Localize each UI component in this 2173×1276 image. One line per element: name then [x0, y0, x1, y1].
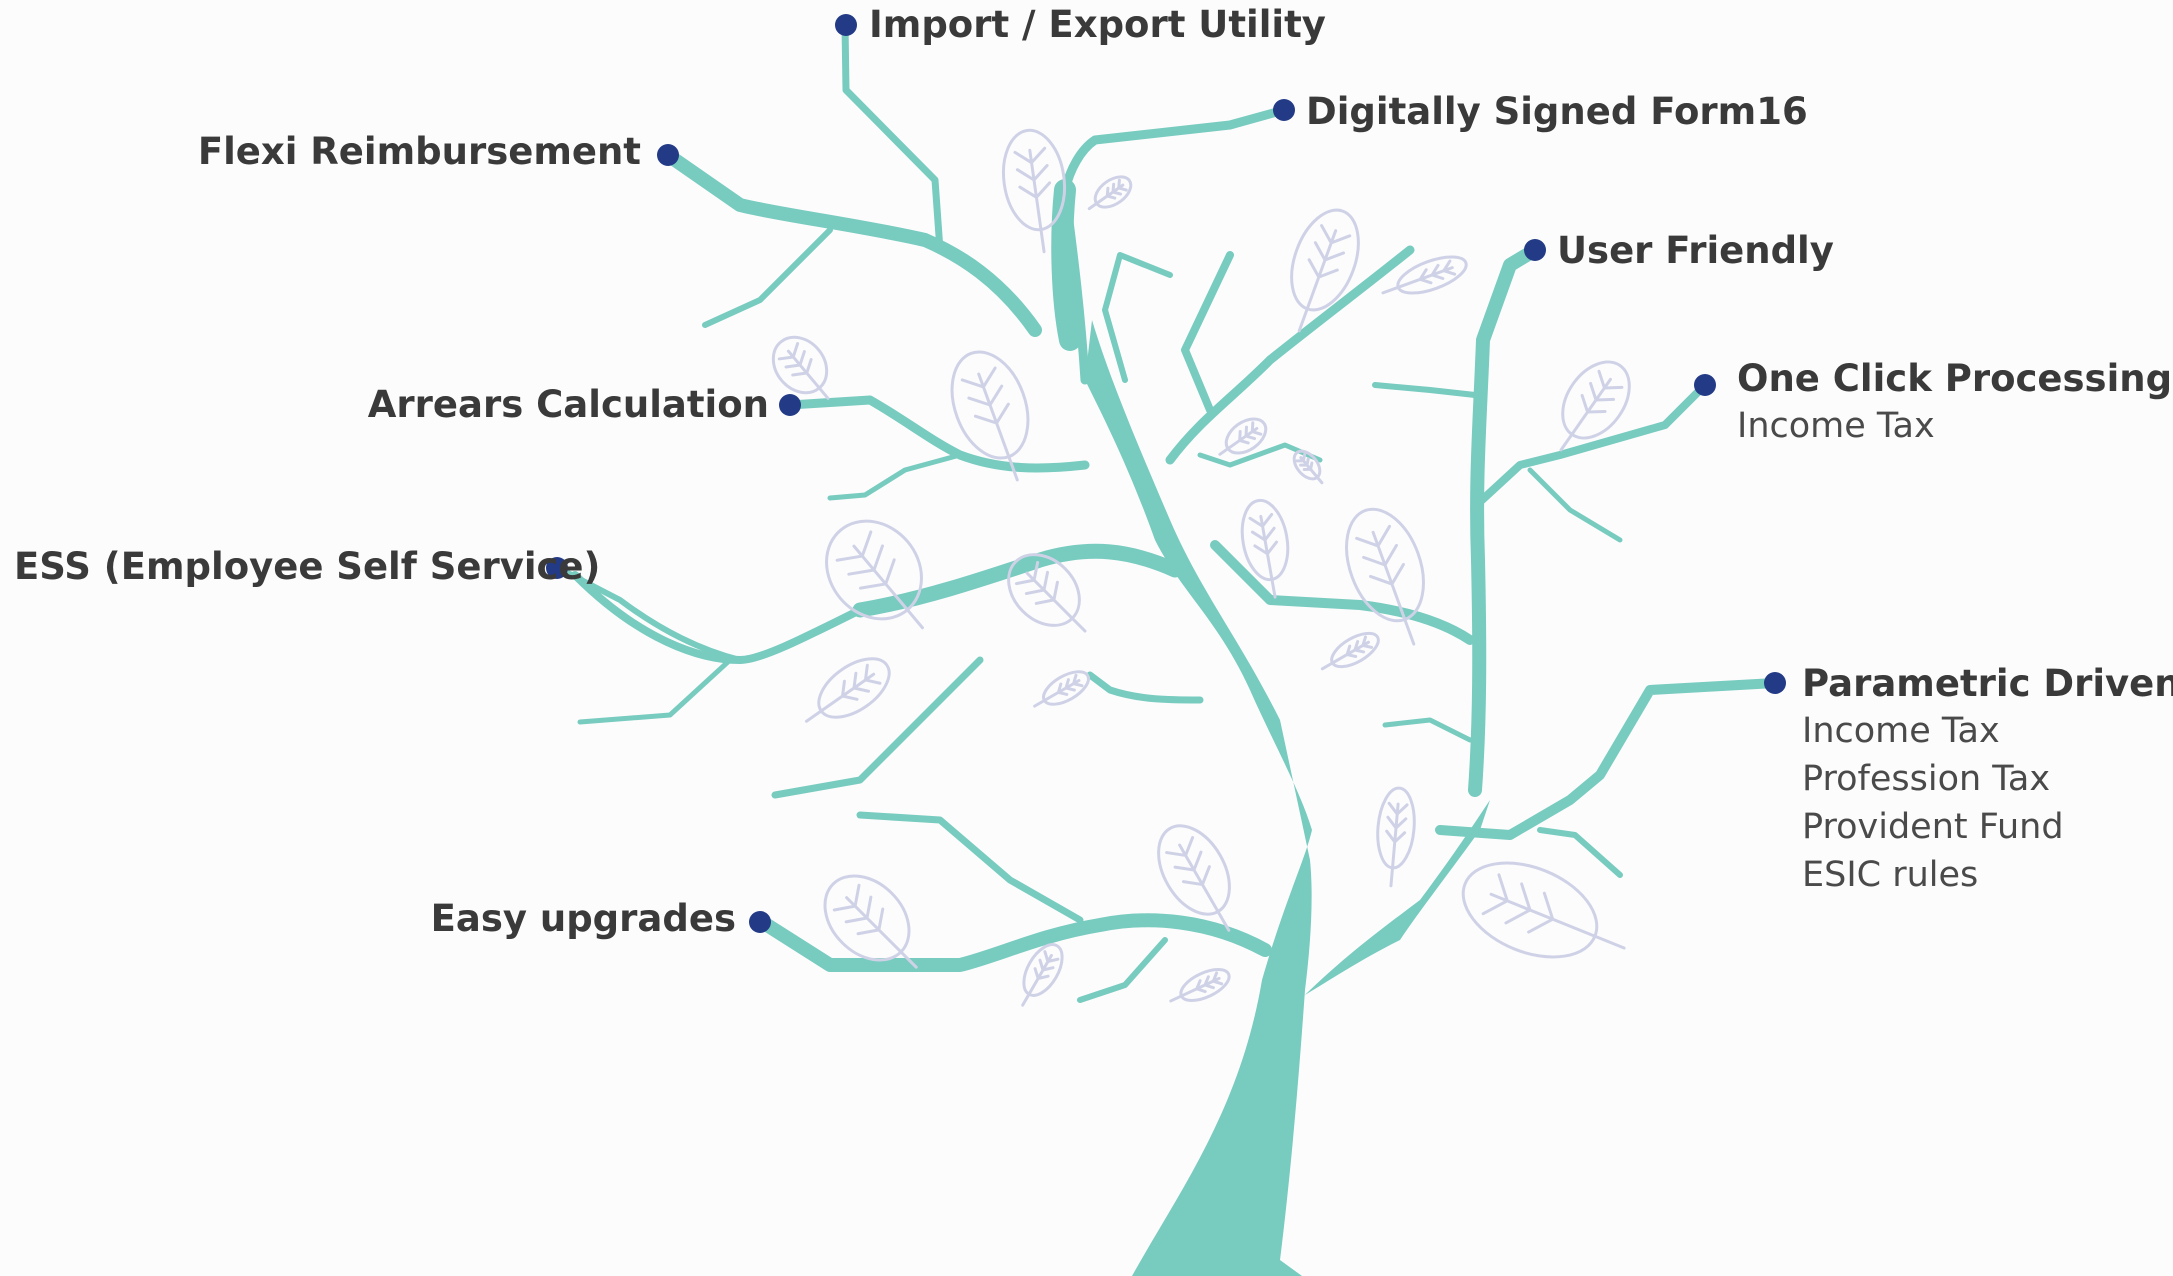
feature-title: ESS (Employee Self Service) [14, 545, 601, 588]
leaf [1240, 498, 1290, 599]
feature-dots [546, 14, 1786, 933]
leaf [1087, 175, 1133, 211]
tree-leaves [771, 128, 1631, 1007]
branch-ess [571, 571, 864, 664]
twig-easy-lower [1077, 937, 1168, 1003]
feature-dot [835, 14, 857, 36]
twig-left-mid-lower [771, 656, 984, 799]
leaf [1033, 670, 1090, 708]
feature-title: One Click Processing [1737, 357, 2173, 400]
feature-ess: ESS (Employee Self Service) [14, 544, 600, 590]
feature-dot [1524, 239, 1546, 261]
feature-dot [1273, 99, 1295, 121]
feature-title: Flexi Reimbursement [197, 130, 641, 173]
branch-parametric [1435, 678, 1780, 840]
feature-title: Digitally Signed Form16 [1306, 90, 1808, 133]
leaf [1157, 824, 1231, 932]
leaf [1169, 968, 1231, 1003]
leaf [771, 335, 830, 400]
branch-one-click [1478, 381, 1709, 504]
leaf [1320, 631, 1380, 671]
feature-dot [749, 911, 771, 933]
feature-dot [657, 144, 679, 166]
leaf [804, 657, 891, 723]
twig-parametric-lower [1537, 827, 1623, 878]
twig-arrears-lower [827, 452, 963, 501]
leaf [823, 874, 918, 969]
feature-detail: Profession Tax [1802, 759, 2051, 799]
feature-one-click-processing: One Click Processing Income Tax [1737, 356, 2172, 450]
twig-inner-right-lower [1382, 717, 1473, 743]
branch-arrears [785, 395, 1090, 473]
leaf [825, 519, 924, 630]
branch-import-export [841, 21, 944, 254]
branch-easy-upper [856, 811, 1084, 924]
limb-left-mid [852, 543, 1183, 618]
feature-easy-upgrades: Easy upgrades [431, 896, 736, 942]
branch-inner-right [1210, 540, 1475, 645]
feature-dot [1694, 374, 1716, 396]
feature-arrears-calculation: Arrears Calculation [368, 382, 769, 428]
tree-branch-lines [559, 21, 1780, 1003]
feature-dot [779, 394, 801, 416]
feature-title: Easy upgrades [430, 897, 736, 940]
twig-center-mid [1086, 671, 1204, 704]
feature-detail: Income Tax [1737, 406, 1935, 446]
branch-ess-upper [559, 567, 743, 663]
twig-user-left [1372, 382, 1483, 423]
leaf [950, 350, 1030, 482]
leaf [1290, 208, 1360, 333]
leaf [1376, 786, 1416, 888]
feature-import-export: Import / Export Utility [869, 2, 1326, 48]
leaf [1218, 417, 1268, 456]
twig-center-up [1181, 251, 1234, 414]
tree-trunk [1085, 320, 1312, 1276]
twig-one-click-lower [1527, 467, 1623, 543]
leaf [1021, 943, 1064, 1007]
leaf [1292, 449, 1324, 485]
feature-digital-form16: Digitally Signed Form16 [1306, 89, 1808, 135]
leaf [1007, 553, 1087, 633]
leaf [1381, 255, 1468, 295]
feature-flexi-reimbursement: Flexi Reimbursement [198, 129, 641, 175]
branch-flexi [661, 148, 1042, 337]
feature-detail: Provident Fund [1802, 807, 2064, 847]
twig-center-left [1102, 252, 1173, 383]
feature-dot [1764, 672, 1786, 694]
feature-detail: Income Tax [1802, 711, 2000, 751]
leaf [1461, 861, 1626, 959]
feature-detail: ESIC rules [1802, 855, 1979, 895]
feature-title: Parametric Driven [1802, 662, 2173, 705]
feature-dot [546, 557, 568, 579]
leaf [1001, 128, 1067, 254]
twig-ess-lower [577, 657, 733, 725]
feature-title: Arrears Calculation [367, 383, 769, 426]
feature-title: User Friendly [1557, 229, 1834, 272]
branch-easy-upgrades [760, 913, 1272, 972]
limb-center-left [1051, 179, 1081, 351]
feature-title: Import / Export Utility [869, 3, 1326, 46]
leaf [1345, 507, 1425, 646]
feature-user-friendly: User Friendly [1557, 228, 1834, 274]
branch-center-right [1165, 245, 1415, 465]
leaf [1559, 360, 1631, 452]
feature-parametric-driven: Parametric Driven Income Tax Profession … [1802, 661, 2173, 899]
branch-user-friendly [1468, 243, 1542, 797]
twig-flexi-lower [702, 227, 833, 328]
tree-branches [1085, 320, 1490, 1276]
